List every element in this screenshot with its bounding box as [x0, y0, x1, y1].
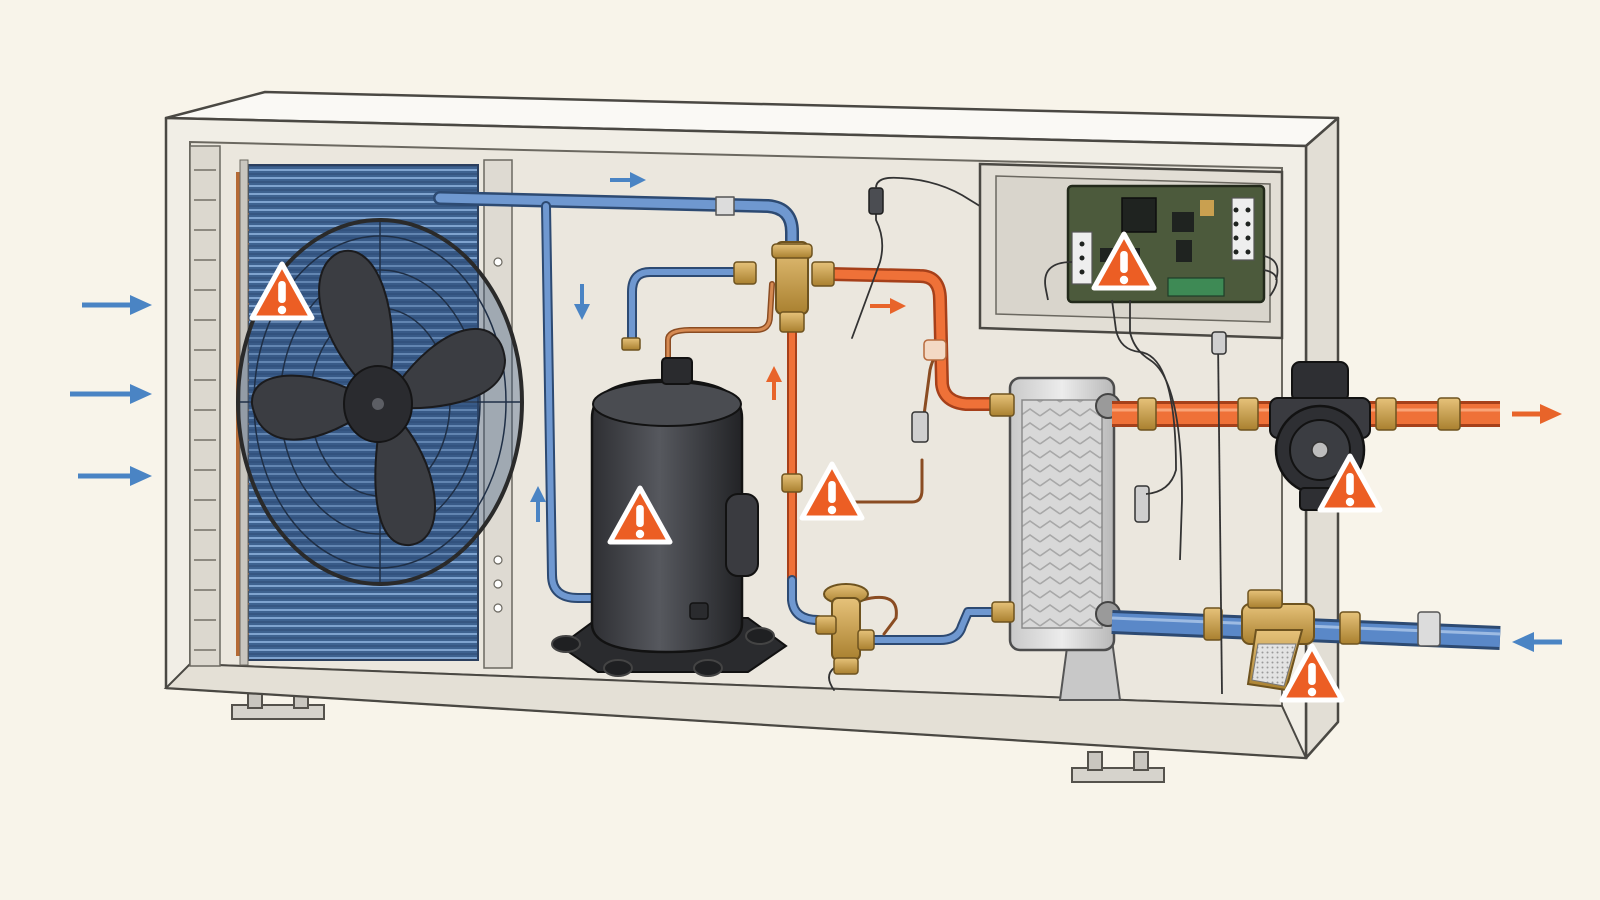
pipe-fittings — [1137, 397, 1461, 647]
plate-heat-exchanger — [989, 376, 1122, 701]
arrow-down-icon — [574, 284, 590, 320]
cold-water-in-arrow — [1512, 632, 1562, 652]
air-intake-arrow — [82, 295, 152, 315]
air-intake-arrows — [70, 295, 152, 486]
arrow-right-icon — [870, 298, 906, 314]
arrow-up-icon — [530, 486, 546, 522]
four-way-valve — [733, 241, 947, 493]
expansion-valve — [815, 583, 875, 675]
arrow-up-icon — [766, 366, 782, 400]
refrigerant-lines — [433, 191, 997, 691]
compressor — [551, 337, 788, 677]
hot-water-out-arrow — [1512, 404, 1562, 424]
strainer-filter — [1241, 589, 1315, 692]
refrigerant-flow-arrows — [530, 172, 906, 522]
air-intake-arrow — [78, 466, 152, 486]
mounting-foot-right — [1071, 751, 1165, 783]
air-intake-arrow — [70, 384, 152, 404]
arrow-right-icon — [610, 172, 646, 188]
